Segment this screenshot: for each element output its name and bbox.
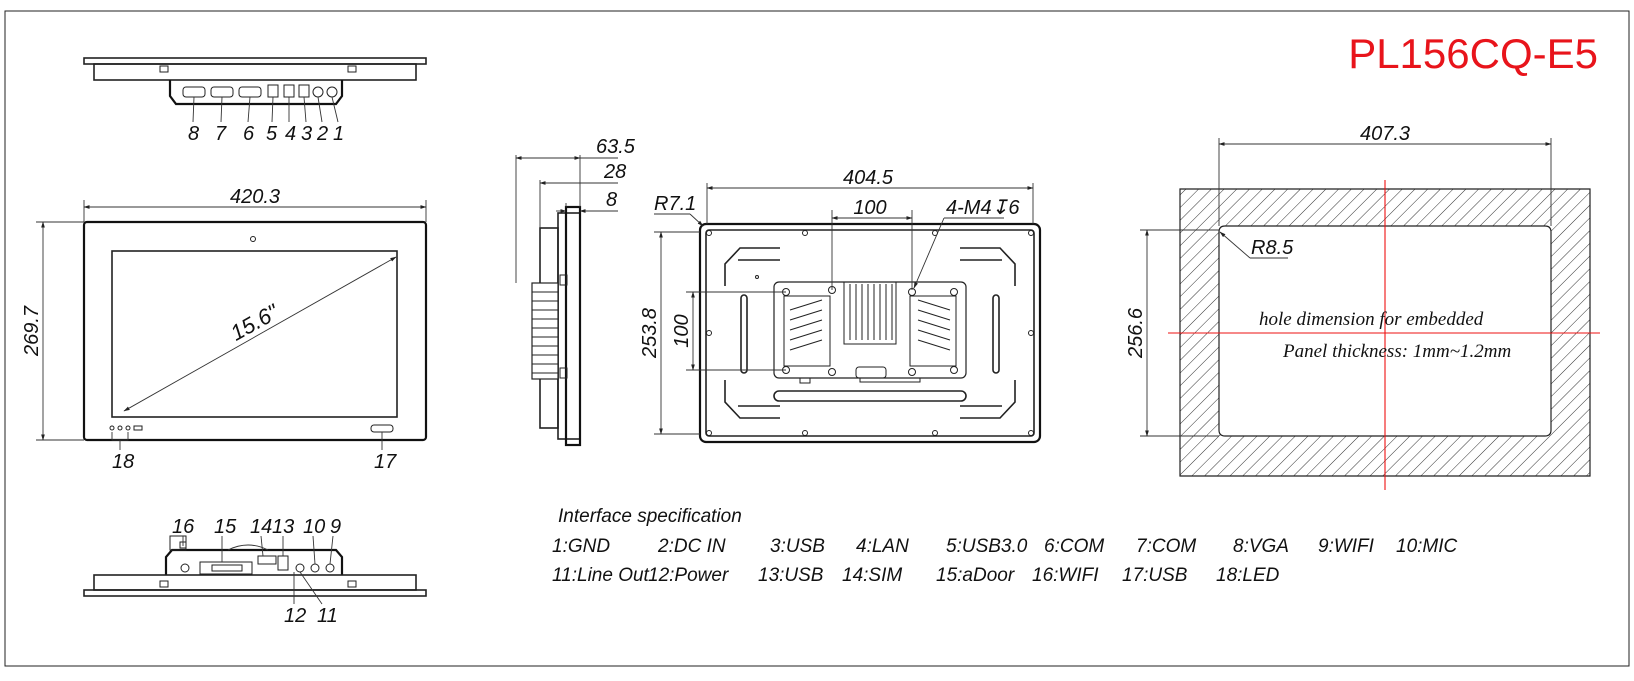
spec-5: 5:USB3.0 bbox=[946, 536, 1028, 557]
spec-15: 15:aDoor bbox=[936, 565, 1015, 586]
spec-11: 11:Line Out bbox=[552, 565, 650, 586]
side-view: 63.5 28 8 bbox=[515, 136, 636, 447]
port-label-8: 8 bbox=[188, 123, 199, 145]
port-label-11: 11 bbox=[317, 605, 338, 627]
back-width-dim: 404.5 bbox=[843, 167, 894, 189]
port-label-16: 16 bbox=[172, 516, 195, 538]
bottom-view: 16 15 14 13 10 9 12 11 bbox=[83, 516, 427, 627]
spec-13: 13:USB bbox=[758, 565, 824, 586]
side-depth-mid: 28 bbox=[603, 161, 626, 183]
port-label-2: 2 bbox=[316, 123, 328, 145]
cutout-height-dim: 256.6 bbox=[1125, 307, 1147, 359]
spec-8: 8:VGA bbox=[1233, 536, 1289, 557]
side-heatsink bbox=[531, 282, 559, 380]
cutout-view: 407.3 256.6 R8.5 hole dimension for embe… bbox=[1125, 123, 1600, 490]
side-depth-bezel: 8 bbox=[606, 189, 617, 211]
back-view: 404.5 100 100 253.8 R7.1 4-M4↧6 bbox=[639, 167, 1042, 444]
bottom-port-leaders bbox=[182, 535, 334, 605]
callout-18: 18 bbox=[112, 451, 134, 473]
spec-17: 17:USB bbox=[1122, 565, 1188, 586]
spec-1: 1:GND bbox=[552, 536, 610, 557]
back-module bbox=[773, 281, 967, 384]
spec-16: 16:WIFI bbox=[1032, 565, 1099, 586]
port-label-12: 12 bbox=[284, 605, 306, 627]
front-view: 15.6" 420.3 269.7 18 17 bbox=[21, 186, 428, 473]
port-label-7: 7 bbox=[215, 123, 227, 145]
spec-2: 2:DC IN bbox=[657, 536, 726, 557]
top-port-connectors bbox=[182, 84, 338, 98]
back-rails bbox=[724, 247, 1016, 419]
spec-6: 6:COM bbox=[1044, 536, 1104, 557]
spec-18: 18:LED bbox=[1216, 565, 1280, 586]
spec-3: 3:USB bbox=[770, 536, 825, 557]
screw-spec: 4-M4↧6 bbox=[946, 197, 1020, 219]
vesa-horizontal-dim: 100 bbox=[853, 197, 886, 219]
port-label-5: 5 bbox=[266, 123, 278, 145]
port-label-3: 3 bbox=[301, 123, 312, 145]
callout-17: 17 bbox=[374, 451, 397, 473]
top-view: 8 7 6 5 4 3 2 1 bbox=[83, 57, 427, 145]
port-label-6: 6 bbox=[243, 123, 255, 145]
side-depth-total: 63.5 bbox=[596, 136, 636, 158]
interface-spec: Interface specification 1:GND 2:DC IN 3:… bbox=[552, 506, 1458, 586]
spec-14: 14:SIM bbox=[842, 565, 902, 586]
spec-12: 12:Power bbox=[648, 565, 729, 586]
interface-heading: Interface specification bbox=[558, 506, 742, 527]
drawing-frame bbox=[4, 10, 1630, 667]
back-height-dim: 253.8 bbox=[639, 308, 661, 359]
spec-4: 4:LAN bbox=[856, 536, 909, 557]
top-port-leaders bbox=[192, 96, 339, 123]
port-label-10: 10 bbox=[303, 516, 325, 538]
cutout-width-dim: 407.3 bbox=[1360, 123, 1410, 145]
port-label-1: 1 bbox=[333, 123, 344, 145]
vesa-vertical-dim: 100 bbox=[671, 314, 693, 347]
mounting-holes bbox=[706, 230, 1034, 436]
cutout-note-line1: hole dimension for embedded bbox=[1259, 309, 1484, 330]
screen-diagonal: 15.6" bbox=[226, 299, 283, 346]
port-label-13: 13 bbox=[272, 516, 294, 538]
spec-10: 10:MIC bbox=[1396, 536, 1458, 557]
port-label-14: 14 bbox=[250, 516, 272, 538]
spec-7: 7:COM bbox=[1136, 536, 1196, 557]
port-label-4: 4 bbox=[285, 123, 296, 145]
front-width-dim: 420.3 bbox=[230, 186, 280, 208]
cutout-note-line2: Panel thickness: 1mm~1.2mm bbox=[1282, 341, 1511, 362]
spec-9: 9:WIFI bbox=[1318, 536, 1375, 557]
cutout-corner-radius: R8.5 bbox=[1251, 237, 1294, 259]
port-label-9: 9 bbox=[330, 516, 341, 538]
back-corner-radius: R7.1 bbox=[654, 193, 696, 215]
port-label-15: 15 bbox=[214, 516, 237, 538]
model-title: PL156CQ-E5 bbox=[1348, 30, 1598, 77]
front-height-dim: 269.7 bbox=[21, 305, 43, 357]
